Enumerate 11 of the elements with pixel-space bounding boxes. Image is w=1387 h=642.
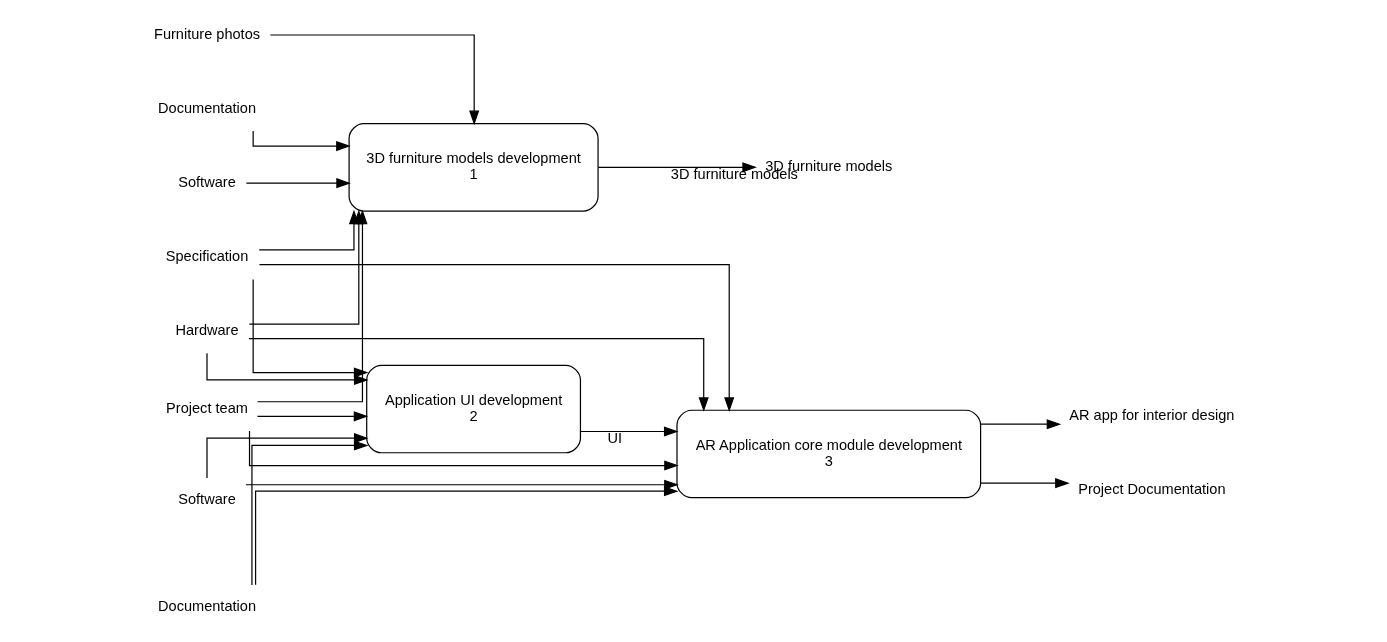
edge-label: UI bbox=[606, 430, 622, 447]
node-text: Hardware bbox=[174, 322, 239, 339]
node-text: Software bbox=[177, 173, 236, 190]
node-text: Documentation bbox=[157, 597, 256, 614]
node-text: AR app for interior design bbox=[1068, 407, 1234, 424]
node-text: Documentation bbox=[157, 99, 256, 116]
node-text: Software bbox=[177, 490, 236, 507]
node-text: Project Documentation bbox=[1077, 481, 1226, 498]
node-text: Furniture photos bbox=[153, 25, 260, 42]
node-text: Specification bbox=[165, 248, 248, 265]
node-text: Project team bbox=[165, 399, 248, 416]
